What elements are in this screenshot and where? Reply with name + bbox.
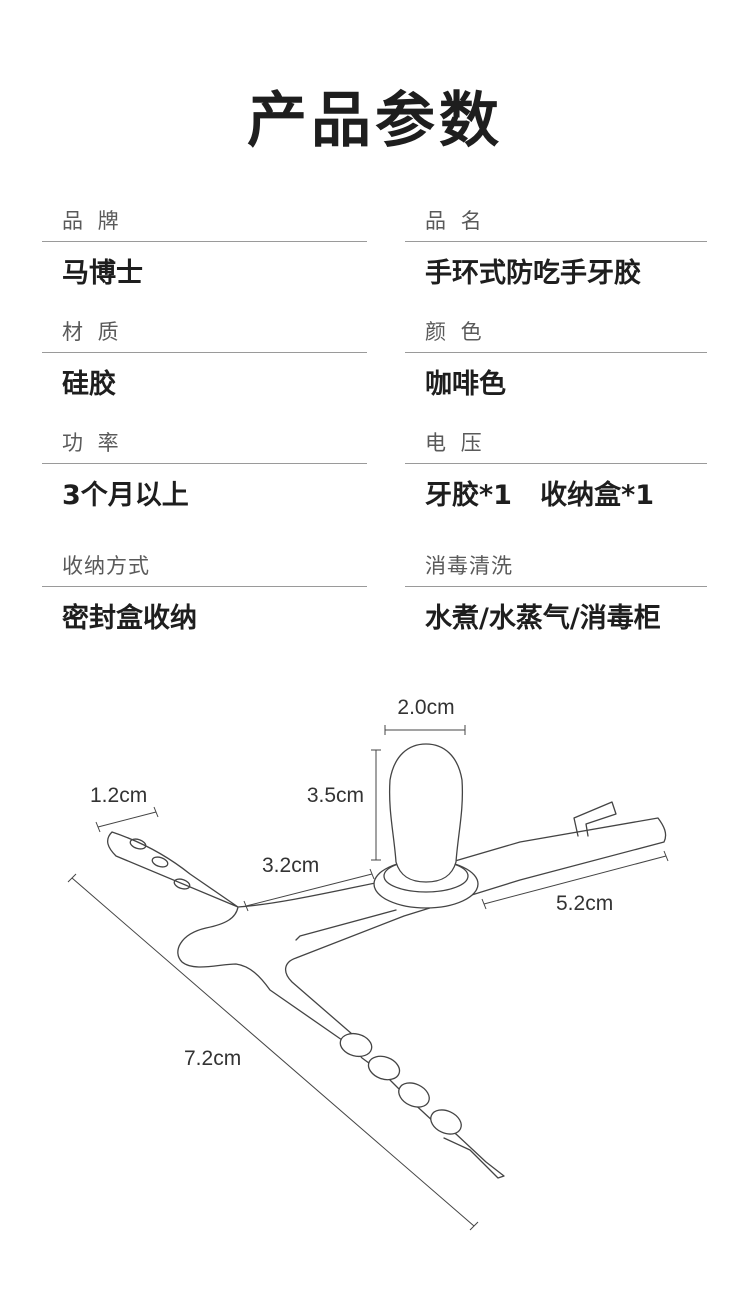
spec-value: 手环式防吃手牙胶: [425, 258, 641, 289]
dim-line-total-length: [71, 877, 475, 1227]
strap-hole: [129, 838, 147, 850]
spec-product-name: 品 名 手环式防吃手牙胶: [405, 207, 707, 292]
spec-power: 功 率 3个月以上: [42, 429, 367, 514]
divider: [405, 352, 707, 353]
divider: [42, 241, 367, 242]
bead: [367, 1055, 401, 1081]
bead: [430, 1109, 462, 1135]
divider: [405, 586, 707, 587]
spec-label: 材 质: [62, 320, 123, 344]
dim-label-total-length: 7.2cm: [184, 1047, 241, 1070]
spec-value: 马博士: [62, 258, 143, 289]
strap-outline: [106, 817, 667, 1041]
hook: [573, 801, 617, 837]
spec-label: 功 率: [62, 431, 123, 455]
strap-hole: [151, 856, 169, 868]
spec-value: 水煮/水蒸气/消毒柜: [425, 603, 661, 634]
dim-line-left-arm: [245, 873, 373, 907]
dim-line-right-arm: [483, 855, 667, 905]
divider: [405, 463, 707, 464]
spec-value: 3个月以上: [62, 480, 189, 511]
spec-label: 颜 色: [425, 320, 486, 344]
spec-label: 收纳方式: [62, 554, 150, 578]
page-title: 产品参数: [247, 86, 503, 156]
spec-label: 品 牌: [62, 209, 123, 233]
band-inner-line: [295, 909, 397, 941]
dim-label-left-arm: 3.2cm: [262, 854, 319, 877]
spec-material: 材 质 硅胶: [42, 318, 367, 403]
spec-label: 品 名: [425, 209, 486, 233]
teether-body: [388, 743, 464, 883]
divider: [42, 463, 367, 464]
bead: [339, 1032, 373, 1058]
spec-value: 牙胶*1 收纳盒*1: [425, 480, 655, 511]
dim-line-strap-width: [97, 811, 157, 828]
divider: [405, 241, 707, 242]
strap-hole: [173, 878, 191, 890]
spec-value: 咖啡色: [425, 369, 506, 400]
bead: [398, 1082, 430, 1108]
dim-label-strap-width: 1.2cm: [90, 784, 147, 807]
divider: [42, 352, 367, 353]
dim-label-right-arm: 5.2cm: [556, 892, 613, 915]
spec-color: 颜 色 咖啡色: [405, 318, 707, 403]
spec-brand: 品 牌 马博士: [42, 207, 367, 292]
spec-cleaning: 消毒清洗 水煮/水蒸气/消毒柜: [405, 552, 707, 637]
product-dimension-diagram: 2.0cm 3.5cm 1.2cm 3.2cm 5.2cm 7.2cm: [67, 696, 669, 1231]
spec-storage: 收纳方式 密封盒收纳: [42, 552, 367, 637]
dim-label-height: 3.5cm: [307, 784, 364, 807]
spec-value: 硅胶: [62, 369, 116, 400]
divider: [42, 586, 367, 587]
spec-label: 电 压: [425, 431, 486, 455]
dim-label-top-width: 2.0cm: [397, 696, 454, 719]
spec-voltage: 电 压 牙胶*1 收纳盒*1: [405, 429, 707, 514]
spec-value: 密封盒收纳: [62, 603, 197, 634]
spec-label: 消毒清洗: [425, 554, 513, 578]
